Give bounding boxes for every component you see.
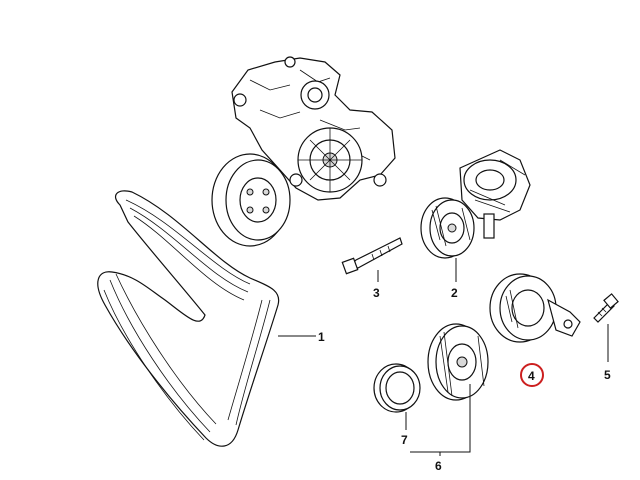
water-pump-housing: [231, 56, 396, 201]
highlight-ring: [520, 363, 544, 387]
callout-6: 6: [435, 459, 442, 473]
callout-label-7: 7: [401, 433, 408, 447]
callout-7: 7: [401, 433, 408, 447]
deflection-pulley: [427, 323, 489, 401]
belt-tensioner: [420, 149, 531, 259]
idler-pulley-bracket: [489, 273, 581, 343]
callout-label-1: 1: [318, 330, 325, 344]
callout-label-3: 3: [373, 286, 380, 300]
leader-lines: [278, 258, 609, 456]
callout-3: 3: [373, 286, 380, 300]
callout-label-2: 2: [451, 286, 458, 300]
callout-label-4: 4: [528, 369, 535, 383]
callout-4: 4: [520, 363, 544, 387]
short-bolt: [593, 293, 619, 323]
callout-label-6: 6: [435, 459, 442, 473]
long-bolt: [341, 237, 403, 275]
callout-1: 1: [318, 330, 325, 344]
drive-belt: [97, 190, 280, 447]
callout-label-5: 5: [604, 368, 611, 382]
pump-pulley: [211, 153, 291, 247]
callout-5: 5: [604, 368, 611, 382]
dust-cap: [373, 363, 421, 413]
callout-2: 2: [451, 286, 458, 300]
